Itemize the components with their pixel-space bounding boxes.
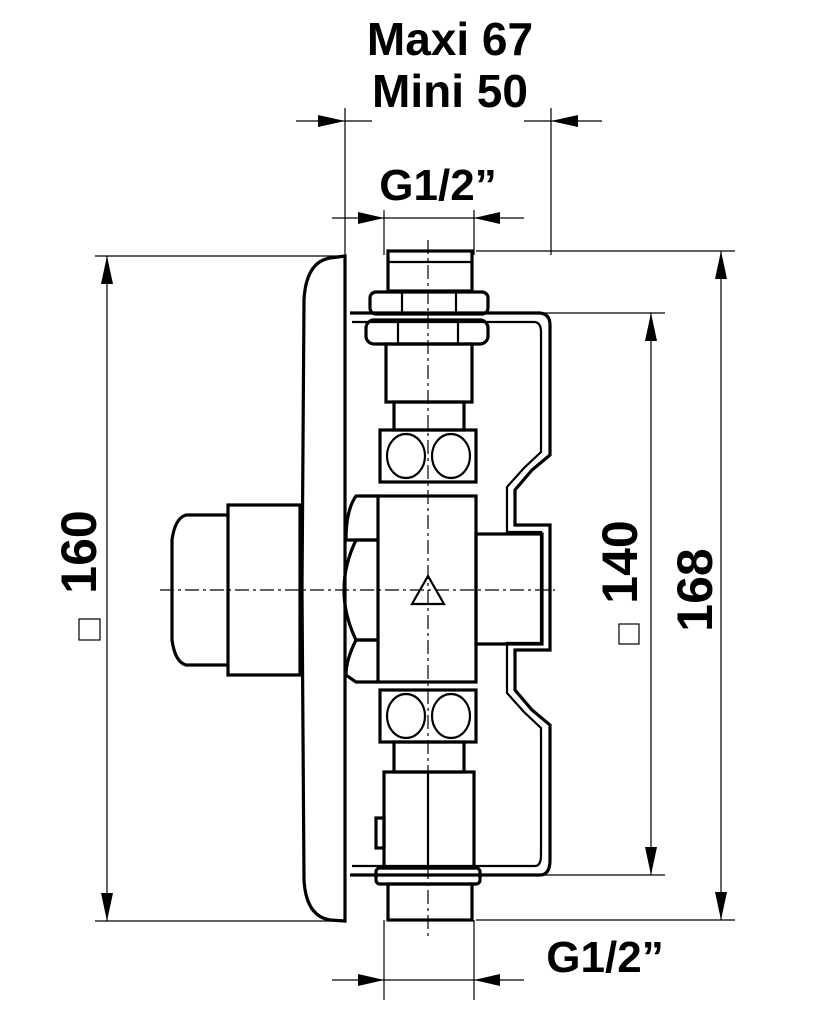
flow-arrow-icon [410,573,446,606]
top-thread-dimension [332,210,524,255]
bottom-thread-label: G1/2” [546,933,663,982]
maxi-mini-dimension [296,108,602,255]
bottom-connector [374,740,482,922]
square-symbol-140 [618,623,640,645]
bottom-thread-dimension [332,920,524,1000]
square-symbol-160 [78,618,101,641]
dimension-160 [95,255,340,922]
cover-plate [300,254,347,923]
valve-body [342,494,544,684]
maxi-label: Maxi 67 [367,13,533,65]
top-thread-label: G1/2” [379,161,496,210]
push-button [170,503,302,677]
dim-140-label: 140 [592,520,648,603]
mounting-box [350,311,552,877]
dim-168-label: 168 [667,548,723,631]
dimension-168 [476,250,735,921]
top-connector [364,249,490,432]
dim-160-label: 160 [51,510,107,593]
upper-hex-nut [378,428,478,484]
mini-label: Mini 50 [372,65,528,117]
dimension-140 [540,312,665,876]
